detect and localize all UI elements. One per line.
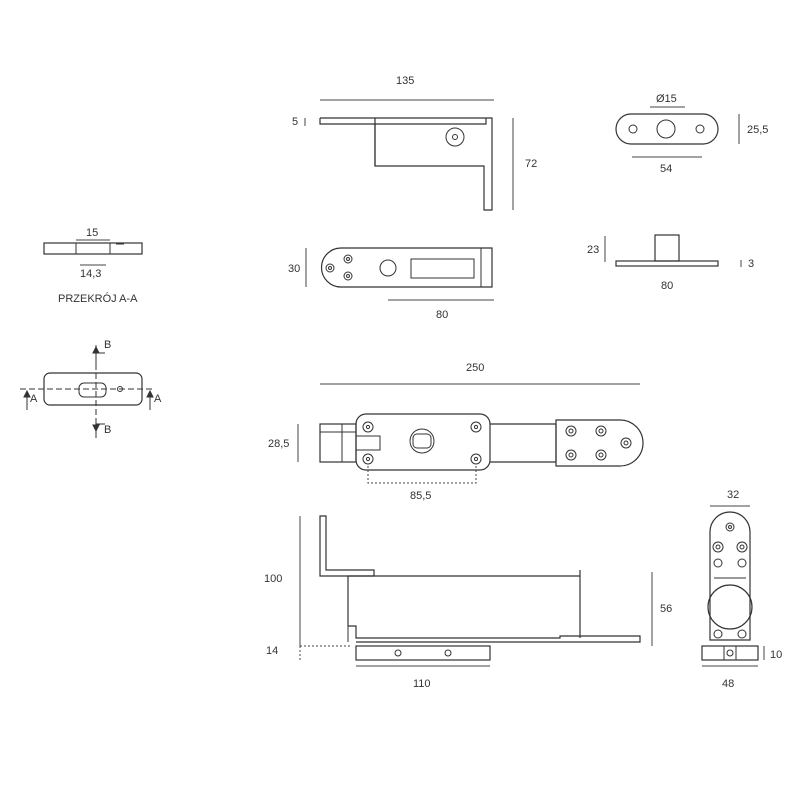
dim-80-pivot: 80 xyxy=(661,280,673,292)
dim-28-5: 28,5 xyxy=(268,438,289,450)
top-plate-view: 135 5 72 xyxy=(292,75,537,211)
mark-b-bottom: B xyxy=(104,424,111,436)
mark-a-left: A xyxy=(30,393,38,405)
mark-a-right: A xyxy=(154,393,162,405)
strip-view: 30 80 xyxy=(288,247,494,321)
dim-85-5: 85,5 xyxy=(410,490,431,502)
section-title: PRZEKRÓJ A-A xyxy=(58,292,138,305)
side-view: 100 14 110 56 xyxy=(264,515,672,690)
dim-135: 135 xyxy=(396,75,414,87)
dim-10: 10 xyxy=(770,649,782,661)
dim-72: 72 xyxy=(525,158,537,170)
dim-30: 30 xyxy=(288,263,300,275)
dim-54: 54 xyxy=(660,163,672,175)
dim-110: 110 xyxy=(413,678,431,690)
end-view: 32 10 48 xyxy=(701,489,782,690)
dim-48: 48 xyxy=(722,678,734,690)
dim-23: 23 xyxy=(587,244,599,256)
main-top-view: 250 28,5 85,5 xyxy=(268,362,644,502)
dim-80-strip: 80 xyxy=(436,309,448,321)
dim-250: 250 xyxy=(466,362,484,374)
dim-15: 15 xyxy=(86,227,98,239)
dim-32: 32 xyxy=(727,489,739,501)
dim-14: 14 xyxy=(266,645,278,657)
dim-25-5: 25,5 xyxy=(747,124,768,136)
dim-3: 3 xyxy=(748,258,754,270)
mark-b-top: B xyxy=(104,339,111,351)
pivot-view: 23 3 80 xyxy=(587,234,754,292)
dim-d15: Ø15 xyxy=(656,93,677,105)
washer-view: Ø15 25,5 54 xyxy=(615,93,768,175)
dim-5: 5 xyxy=(292,116,298,128)
dim-100: 100 xyxy=(264,573,282,585)
dim-56: 56 xyxy=(660,603,672,615)
section-aa-view: 15 14,3 PRZEKRÓJ A-A xyxy=(43,227,143,305)
section-marks-view: B A A B xyxy=(20,339,162,438)
dim-14-3: 14,3 xyxy=(80,268,101,280)
